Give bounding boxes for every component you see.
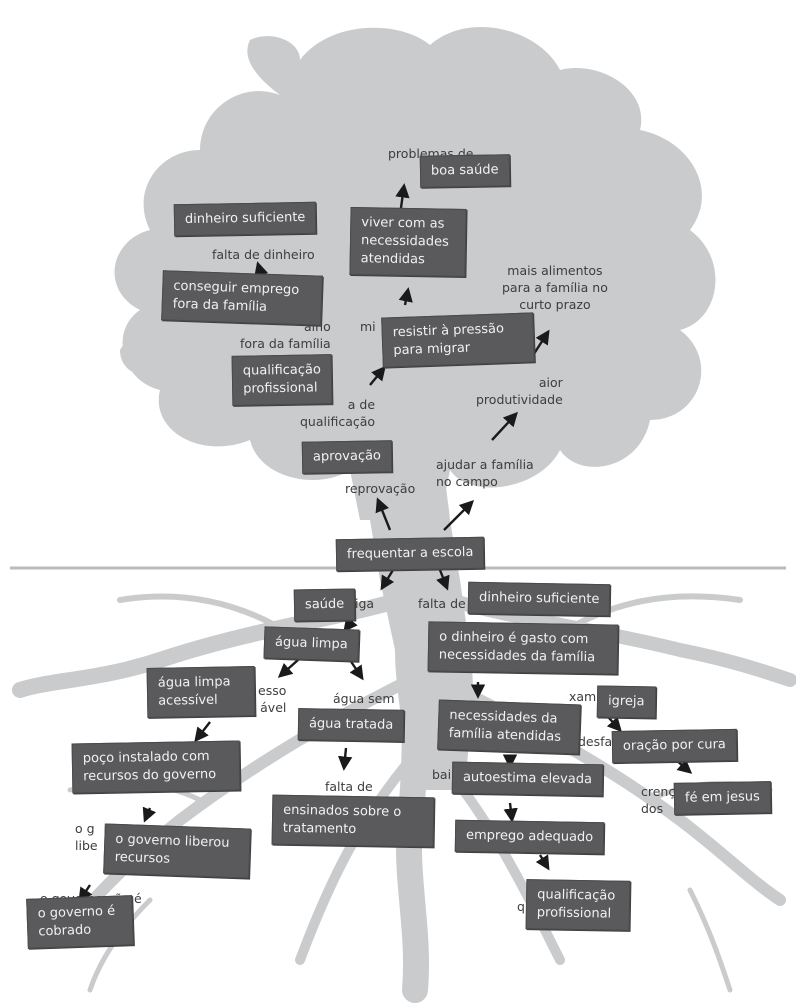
note-governo-liberou: o governo liberou recursos <box>103 823 251 879</box>
note-dinheiro-suficiente-root: dinheiro suficiente <box>467 581 611 617</box>
label-desfa: desfa <box>578 734 613 749</box>
note-emprego-adequado: emprego adequado <box>454 819 605 855</box>
note-viver-necessidades: viver com as necessidades atendidas <box>349 206 467 278</box>
note-fe-jesus: fé em jesus <box>673 781 772 815</box>
label-o-g-libe: o g libe <box>75 821 98 853</box>
note-oracao-cura: oração por cura <box>611 728 738 764</box>
note-agua-limpa: água limpa <box>263 626 360 662</box>
note-boa-saude: boa saúde <box>419 154 510 188</box>
note-igreja: igreja <box>596 685 656 719</box>
note-resistir-pressao: resistir à pressão para migrar <box>381 312 535 368</box>
label-iga: iga <box>355 596 375 611</box>
note-dinheiro-suficiente-top: dinheiro suficiente <box>173 201 317 237</box>
label-mi: mi <box>360 319 376 334</box>
label-mais-alimentos: mais alimentos para a família no curto p… <box>502 263 608 312</box>
label-bai: bai <box>432 767 452 782</box>
label-alho-fora: alho fora da família <box>240 319 331 351</box>
note-qualificacao-top: qualificação profissional <box>231 354 333 406</box>
note-frequentar-escola: frequentar a escola <box>335 536 485 572</box>
note-agua-limpa-acessivel: água limpa acessível <box>146 666 256 718</box>
label-falta-de-root: falta de <box>418 596 466 611</box>
diagram-arrows <box>78 183 693 903</box>
label-reprovacao: reprovação <box>345 481 416 496</box>
label-qualificacao-partial: a de qualificação <box>300 397 376 429</box>
note-agua-tratada: água tratada <box>297 708 405 742</box>
label-esso-avel: esso ável <box>258 683 287 715</box>
note-ensinados: ensinados sobre o tratamento <box>271 794 435 848</box>
label-maior-produtividade: aior produtividade <box>476 375 563 407</box>
label-xam: xam <box>569 689 597 704</box>
note-qualificacao-root: qualificação profissional <box>525 879 631 931</box>
note-saude: saúde <box>293 588 356 622</box>
note-necessidades-atendidas: necessidades da família atendidas <box>437 699 581 755</box>
note-dinheiro-gasto: o dinheiro é gasto com necessidades da f… <box>427 621 619 675</box>
note-poco-instalado: poço instalado com recursos do governo <box>71 740 241 794</box>
note-governo-cobrado: o governo é cobrado <box>26 895 134 949</box>
label-crenca-dos: crenç dos <box>641 784 676 816</box>
note-conseguir-emprego: conseguir emprego fora da família <box>161 270 323 326</box>
label-ajudar-familia: ajudar a família no campo <box>436 457 534 489</box>
label-agua-sem: água sem <box>333 691 395 706</box>
label-falta-dinheiro: falta de dinheiro <box>212 247 315 262</box>
note-autoestima: autoestima elevada <box>451 761 604 797</box>
note-aprovacao: aprovação <box>301 440 393 474</box>
label-falta-de-ensinados: falta de <box>325 779 373 794</box>
